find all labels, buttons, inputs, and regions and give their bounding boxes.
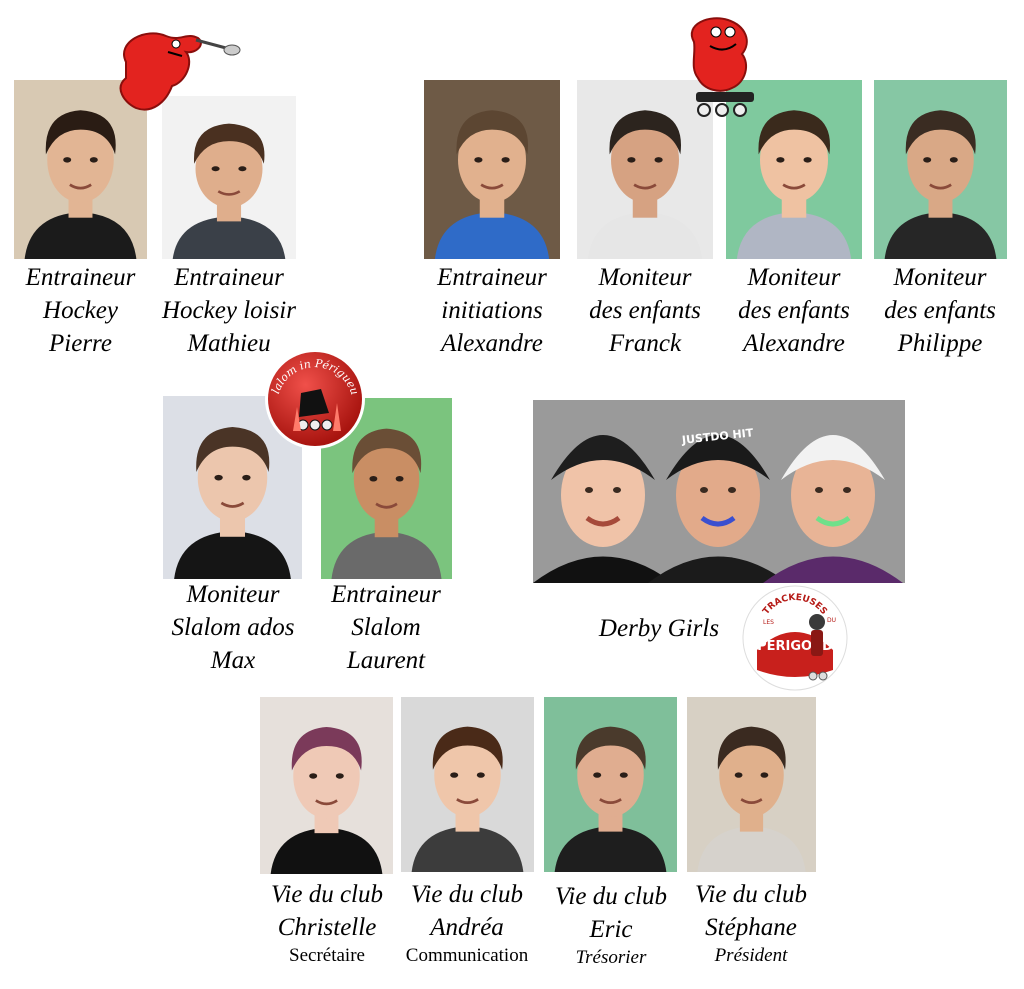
- trackeuses-les-text: LES: [763, 619, 774, 626]
- photo-alexandre-enfants: [726, 80, 862, 259]
- derby-girls-label: Derby Girls: [598, 615, 720, 642]
- person-role-line: des enfants: [884, 297, 996, 324]
- slalom-logo: Slalom in Périgueux: [263, 347, 365, 449]
- portrait-image: [163, 396, 302, 579]
- person-name: Pierre: [49, 330, 112, 357]
- portrait-image: [424, 80, 560, 259]
- person-name: Andréa: [430, 914, 504, 941]
- club-role: Communication: [405, 945, 529, 966]
- person-name: Mathieu: [187, 330, 271, 357]
- hockey-mascot-logo: [119, 32, 241, 111]
- person-role-line: Hockey: [43, 297, 118, 324]
- person-role-line: Vie du club: [695, 881, 807, 908]
- person-role-line: Entraineur: [25, 264, 136, 291]
- portrait-image: [14, 80, 147, 259]
- portrait-image: [260, 697, 393, 874]
- caption-derby-girls: Derby Girls: [584, 612, 734, 645]
- photo-franck: [577, 80, 713, 259]
- person-name: Stéphane: [705, 914, 797, 941]
- portrait-image: [544, 697, 677, 872]
- portrait-image: [874, 80, 1007, 259]
- person-role-line: Moniteur: [747, 264, 841, 291]
- portrait-image: [577, 80, 713, 259]
- photo-max: [163, 396, 302, 579]
- roller-mascot-logo: [690, 17, 754, 117]
- photo-stephane: [687, 697, 816, 872]
- photo-derby-girls: JUSTDO HIT: [533, 400, 905, 583]
- person-role-line: initiations: [441, 297, 543, 324]
- trackeuses-du-text: DU: [827, 617, 836, 624]
- person-name: Christelle: [277, 914, 377, 941]
- person-name: Franck: [608, 330, 682, 357]
- person-role-line: des enfants: [589, 297, 701, 324]
- club-role: Président: [714, 945, 788, 966]
- portrait-image: [687, 697, 816, 872]
- photo-pierre: [14, 80, 147, 259]
- person-role-line: des enfants: [738, 297, 850, 324]
- photo-alexandre-initiations: [424, 80, 560, 259]
- person-role-line: Vie du club: [555, 883, 667, 910]
- photo-christelle: [260, 697, 393, 874]
- person-name: Alexandre: [743, 330, 845, 357]
- trackeuses-logo: TRACKEUSES LES DU PERIGORD: [742, 585, 848, 691]
- photo-eric: [544, 697, 677, 872]
- person-name: Alexandre: [441, 330, 543, 357]
- person-role-line: Entraineur: [331, 581, 441, 608]
- portrait-image: [162, 96, 296, 259]
- person-role-line: Moniteur: [893, 264, 987, 291]
- person-name: Max: [210, 647, 256, 674]
- person-role-line: Moniteur: [598, 264, 692, 291]
- person-role-line: Vie du club: [271, 881, 383, 908]
- person-name: Eric: [589, 916, 633, 943]
- club-role: Trésorier: [575, 947, 647, 968]
- person-role-line: Hockey loisir: [162, 297, 296, 324]
- person-role-line: Entraineur: [174, 264, 284, 291]
- photo-philippe: [874, 80, 1007, 259]
- person-name: Laurent: [346, 647, 426, 674]
- person-role-line: Slalom ados: [171, 614, 295, 641]
- portrait-image: [401, 697, 534, 872]
- club-role: Secrétaire: [289, 945, 365, 966]
- person-role-line: Moniteur: [186, 581, 280, 608]
- person-role-line: Vie du club: [411, 881, 523, 908]
- person-role-line: Slalom: [351, 614, 421, 641]
- photo-mathieu: [162, 96, 296, 259]
- person-role-line: Entraineur: [437, 264, 547, 291]
- person-name: Philippe: [897, 330, 983, 357]
- portrait-image: [726, 80, 862, 259]
- derby-group-image: JUSTDO HIT: [533, 400, 905, 583]
- photo-andrea: [401, 697, 534, 872]
